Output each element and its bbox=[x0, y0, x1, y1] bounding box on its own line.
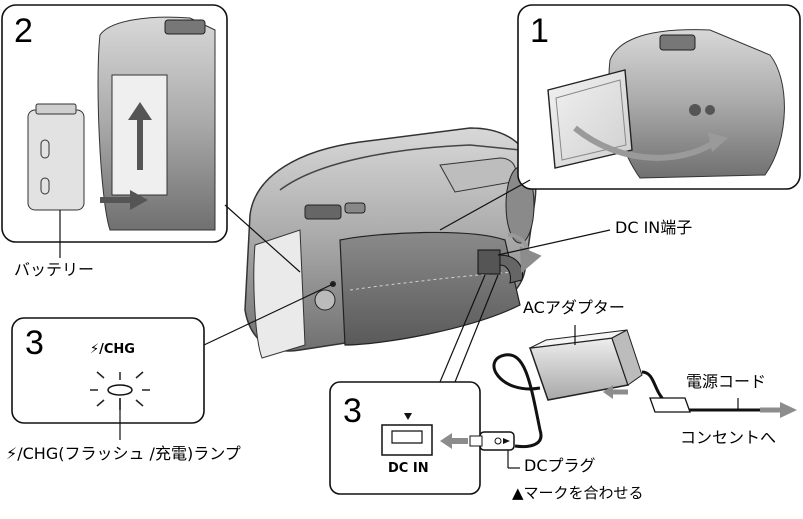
flash-icon: ⚡ bbox=[90, 342, 100, 357]
ac-adapter bbox=[528, 329, 643, 401]
to-outlet-label: コンセントへ bbox=[680, 428, 777, 447]
power-cord-label: 電源コード bbox=[686, 372, 767, 391]
battery-label: バッテリー bbox=[14, 260, 95, 279]
dc-in-terminal-label: DC IN端子 bbox=[615, 218, 693, 237]
flash-icon: ⚡ bbox=[6, 444, 18, 463]
dc-in-port-label: DC IN bbox=[388, 461, 429, 476]
step3-lamp-box bbox=[11, 317, 205, 424]
step1-box bbox=[517, 4, 801, 190]
dc-plug-label: DCプラグ bbox=[524, 456, 596, 475]
chg-lamp-label: ⚡/CHG(フラッシュ /充電)ランプ bbox=[6, 444, 241, 463]
align-mark-label: ▲マークを合わせる bbox=[512, 484, 644, 502]
chg-indicator: ⚡/CHG bbox=[90, 342, 135, 357]
ac-adapter-label: ACアダプター bbox=[523, 298, 625, 317]
step-number-3-lamp: 3 bbox=[25, 324, 44, 362]
dc-plug bbox=[469, 431, 515, 451]
step-number-3-dcin: 3 bbox=[343, 392, 362, 430]
step-number-2: 2 bbox=[14, 12, 33, 50]
main-camera bbox=[244, 127, 542, 359]
step-number-1: 1 bbox=[530, 12, 549, 50]
step2-box bbox=[1, 4, 228, 243]
